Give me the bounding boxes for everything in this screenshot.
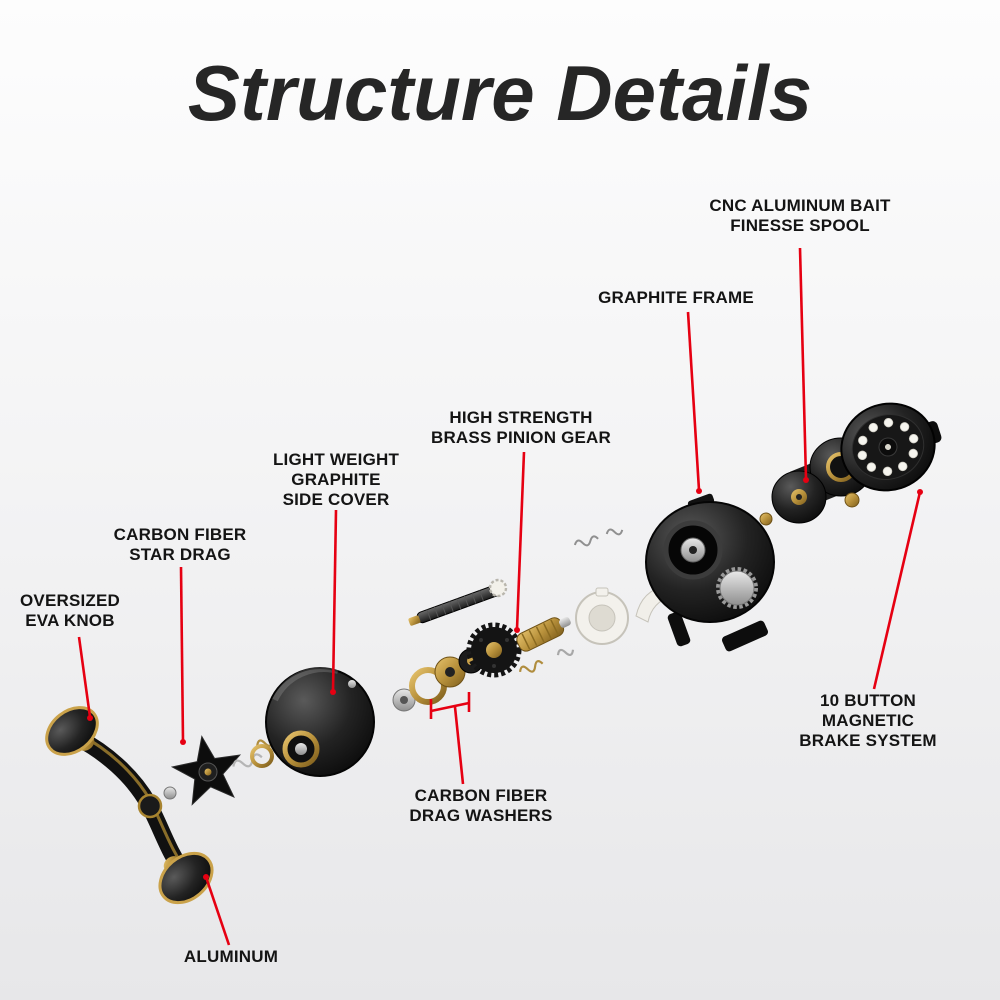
callout-frame-line1: GRAPHITE FRAME [598,288,754,307]
main-gear-illustration [466,622,522,678]
callout-eva-knob-line1: OVERSIZED [19,591,121,610]
leader-line-aluminum [203,874,231,946]
leader-line-brake [872,489,923,690]
callout-aluminum-line1: ALUMINUM [183,947,279,966]
brake-plate-illustration [840,402,942,492]
leader-line-eva-knob [77,636,93,721]
springs-illustration [518,528,624,673]
handle-illustration [45,706,214,905]
callout-brake-line3: BRAKE SYSTEM [799,731,937,751]
callout-side-cover-line3: SIDE COVER [282,490,390,510]
callout-aluminum-handle: ALUMINUM [184,947,278,967]
leader-line-spool [798,247,809,483]
callout-brake-line1: 10 BUTTON [820,691,916,710]
callout-frame: GRAPHITE FRAME [598,288,754,308]
callout-pinion-line2: BRASS PINION GEAR [430,428,612,448]
spool-illustration [771,437,873,524]
callout-drag-washers-line2: DRAG WASHERS [409,806,553,826]
callout-eva-knob-line2: EVA KNOB [25,611,115,631]
callout-star-drag: CARBON FIBER STAR DRAG [114,525,247,565]
leader-line-side-cover [330,509,338,695]
leader-line-frame [686,311,702,494]
page-title: Structure Details [187,49,813,137]
reel-exploded-illustration [45,402,942,905]
leader-line-drag-washers [429,692,471,785]
callout-brake-line2: MAGNETIC [821,711,915,731]
callout-drag-washers: CARBON FIBER DRAG WASHERS [409,786,552,826]
leader-line-star-drag [179,566,186,745]
side-cover-illustration [250,666,375,777]
callout-star-drag-line2: STAR DRAG [129,545,231,565]
frame-illustration [645,493,775,652]
worm-shaft-illustration [408,578,508,626]
callout-side-cover-line2: GRAPHITE [291,470,381,490]
callout-spool-line2: FINESSE SPOOL [730,216,870,236]
callout-spool-line1: CNC ALUMINUM BAIT [709,196,891,215]
callout-eva-knob: OVERSIZED EVA KNOB [20,591,120,631]
callout-pinion-gear: HIGH STRENGTH BRASS PINION GEAR [431,408,611,448]
pinion-gear-illustration [516,616,571,652]
callout-side-cover-line1: LIGHT WEIGHT [272,450,400,469]
callout-pinion-line1: HIGH STRENGTH [449,408,593,427]
callout-brake-system: 10 BUTTON MAGNETIC BRAKE SYSTEM [799,691,936,751]
leader-lines [77,247,923,946]
callout-drag-washers-line1: CARBON FIBER [414,786,548,805]
callout-side-cover: LIGHT WEIGHT GRAPHITE SIDE COVER [273,450,399,510]
leader-line-pinion [514,451,526,633]
callout-spool: CNC ALUMINUM BAIT FINESSE SPOOL [709,196,890,236]
callout-star-drag-line1: CARBON FIBER [113,525,247,544]
